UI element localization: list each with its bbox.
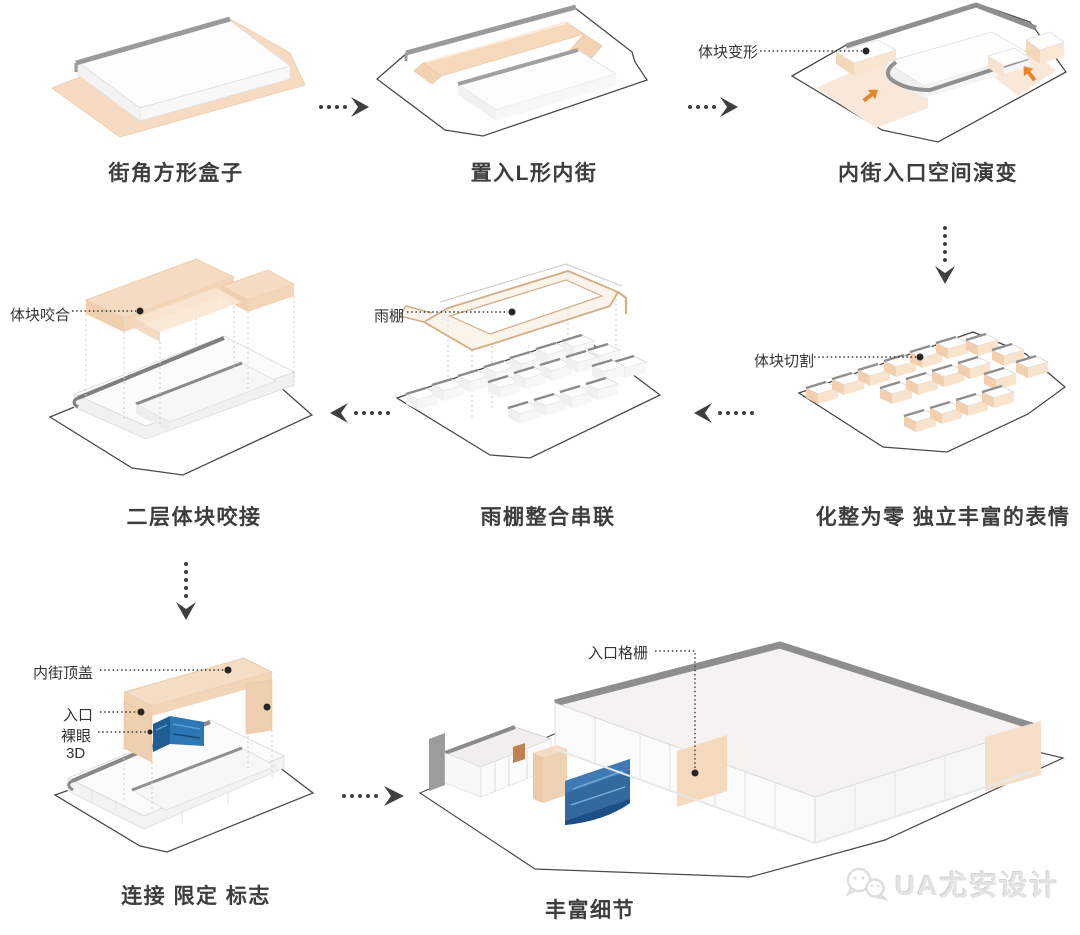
arrow-step7-to-step8 [342, 786, 404, 806]
arrow-step1-to-step2 [319, 97, 369, 117]
step-8-illustration [418, 641, 1065, 878]
step-3-annotation-leader [760, 47, 870, 55]
step-7-annotation-naked-eye-line1: 裸眼 [61, 728, 92, 745]
step-7-annotation-entrance: 入口 [63, 707, 94, 724]
step-5-illustration [395, 263, 662, 459]
watermark-text: UA尤安设计 [895, 870, 1060, 901]
arrow-step6-to-step7 [176, 562, 196, 620]
step-2-label: 置入L形内街 [470, 162, 598, 185]
step-3-illustration [790, 2, 1067, 143]
step-3-annotation-label: 体块变形 [698, 44, 759, 61]
step-1-illustration [50, 16, 306, 138]
step-6-annotation-leader [72, 307, 144, 315]
step-7-illustration [53, 657, 315, 853]
step-1-label: 街角方形盒子 [108, 162, 244, 185]
step-3-label: 内街入口空间演变 [838, 162, 1018, 185]
step-6-annotation-label: 体块咬合 [10, 307, 71, 324]
step-6-label: 二层体块咬接 [126, 506, 262, 529]
step-5-annotation-label: 雨棚 [374, 308, 405, 325]
step-7-annotation-naked-eye-line2: 3D [66, 745, 86, 762]
wechat-icon [845, 867, 889, 902]
step-4-annotation-label: 体块切割 [754, 353, 815, 370]
step-8-annotation-label: 入口格栅 [588, 645, 649, 662]
step-4-label: 化整为零 独立丰富的表情 [815, 506, 1071, 529]
step-7-label: 连接 限定 标志 [121, 885, 271, 908]
arrow-step5-to-step6 [330, 403, 390, 423]
arrow-step3-to-step4 [935, 226, 955, 284]
step-5-label: 雨棚整合串联 [480, 506, 616, 529]
arrow-step4-to-step5 [694, 403, 754, 423]
step-2-illustration [375, 4, 649, 137]
step-7-annotation-naked-eye-leader [98, 729, 153, 735]
arrow-step2-to-step3 [688, 97, 738, 117]
watermark: UA尤安设计 [843, 864, 1059, 904]
step-7-annotation-entrance-leader [100, 708, 145, 716]
step-8-annotation-leader [655, 650, 699, 777]
step-8-label: 丰富细节 [545, 899, 635, 922]
step-5-annotation-leader [407, 308, 516, 316]
step-7-annotation-canopy: 内街顶盖 [33, 665, 94, 682]
step-7-annotation-canopy-leader [100, 666, 232, 674]
step-4-illustration [797, 331, 1067, 453]
step-6-illustration [48, 258, 314, 476]
step-4-annotation-leader [814, 353, 924, 361]
